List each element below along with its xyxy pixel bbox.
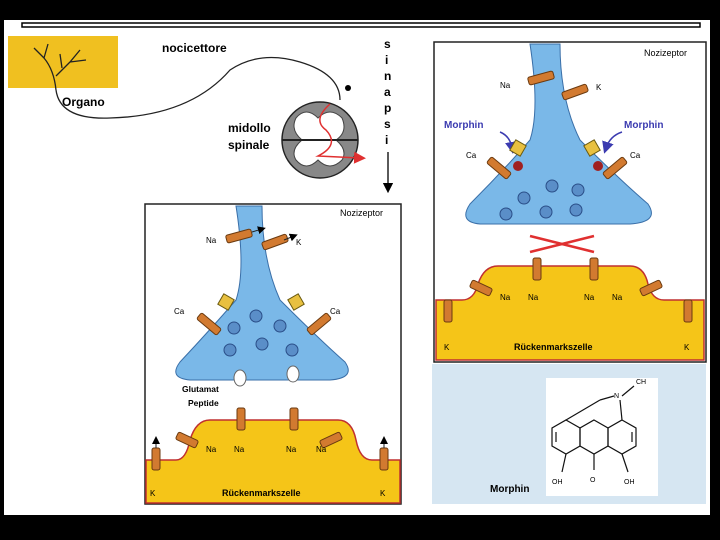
na-top-label-right: Na [500,81,511,90]
k-right-label: K [380,489,386,498]
organ-label: Organo [62,95,105,109]
neuron-terminal-right [465,43,652,225]
morphin-left-arrow [499,131,517,154]
vesicles-right [499,179,585,221]
morphin-right-arrow [602,131,623,154]
na-channel-top-right [527,70,555,86]
na-label: Na [234,445,245,454]
glutamat-label: Glutamat [182,384,219,394]
na-label-right: Na [528,293,539,302]
na-label-right: Na [612,293,623,302]
ca-left-label-right: Ca [466,151,477,160]
n-label: N [614,393,619,400]
synapse-letter: p [384,101,391,115]
panel-right-title: Nozizeptor [644,48,687,58]
ca-channel-left [196,293,235,336]
k-left-label-right: K [444,343,450,352]
k-channel-top [261,233,298,251]
peptide-label: Peptide [188,398,219,408]
ca-left-label: Ca [174,307,185,316]
nociceptor-label: nocicettore [162,41,227,55]
oh-right-label: OH [624,479,635,486]
ca-right-label-right: Ca [630,151,641,160]
receptors-left [151,407,389,471]
organ-box [8,36,118,88]
fiber-endpoint [345,85,351,91]
na-label: Na [286,445,297,454]
spinal-cell-right [435,265,705,361]
ca-right-label: Ca [330,307,341,316]
morphin-left-label: Morphin [444,120,483,131]
blocked-release-cross [529,234,595,254]
spinal-label-2: spinale [228,138,270,152]
vesicles-left [223,309,299,357]
ca-channel-left-right [486,139,527,180]
spinal-cord-section [281,101,366,179]
morphine-structure-drawing [551,385,637,473]
panel-left-title: Nozizeptor [340,208,383,218]
synapse-letter: a [384,85,391,99]
synapse-letter: s [384,37,391,51]
neuron-terminal-left [175,205,349,381]
oh-left-label: OH [552,479,563,486]
structure-box [546,378,658,496]
spinal-label-1: midollo [228,121,271,135]
synapse-letters: s i n a p s i [384,37,391,147]
nerve-ending-branches [33,43,87,91]
k-right-label-right: K [684,343,690,352]
cell-label-right: Rückenmarkszelle [514,342,593,352]
synapse-letter: s [384,117,391,131]
synapse-letter: i [385,53,388,67]
signal-path-arrow [315,103,366,164]
na-label-right: Na [584,293,595,302]
overview-diagram: Organo nocicettore midollo spinale s i n… [8,36,394,194]
morphine-panel: N CH OH O OH Morphin [432,364,706,504]
nociceptor-fiber [55,56,341,119]
na-top-label: Na [206,236,217,245]
morphin-right-label: Morphin [624,120,663,131]
morphine-label: Morphin [490,484,529,495]
ca-channel-right-right [583,139,628,180]
synapse-letter: n [384,69,391,83]
panel-left: Nozizeptor Na K Ca Ca [144,203,402,505]
receptors-right [443,257,693,323]
na-channel-top [225,226,266,244]
ch3-label: CH [636,379,646,386]
cell-label-left: Rückenmarkszelle [222,488,301,498]
na-label: Na [206,445,217,454]
o-label: O [590,477,596,484]
k-channel-top-right [561,83,589,101]
na-label: Na [316,445,327,454]
k-left-label: K [150,489,156,498]
top-rule [21,22,701,28]
ca-channel-right [287,293,332,336]
k-top-label-right: K [596,83,602,92]
panel-right: Nozizeptor Na K Morphin Morphin Ca Ca [433,41,707,363]
released-vesicles [233,365,300,387]
na-label-right: Na [500,293,511,302]
synapse-letter: i [385,133,388,147]
k-top-label: K [296,238,302,247]
